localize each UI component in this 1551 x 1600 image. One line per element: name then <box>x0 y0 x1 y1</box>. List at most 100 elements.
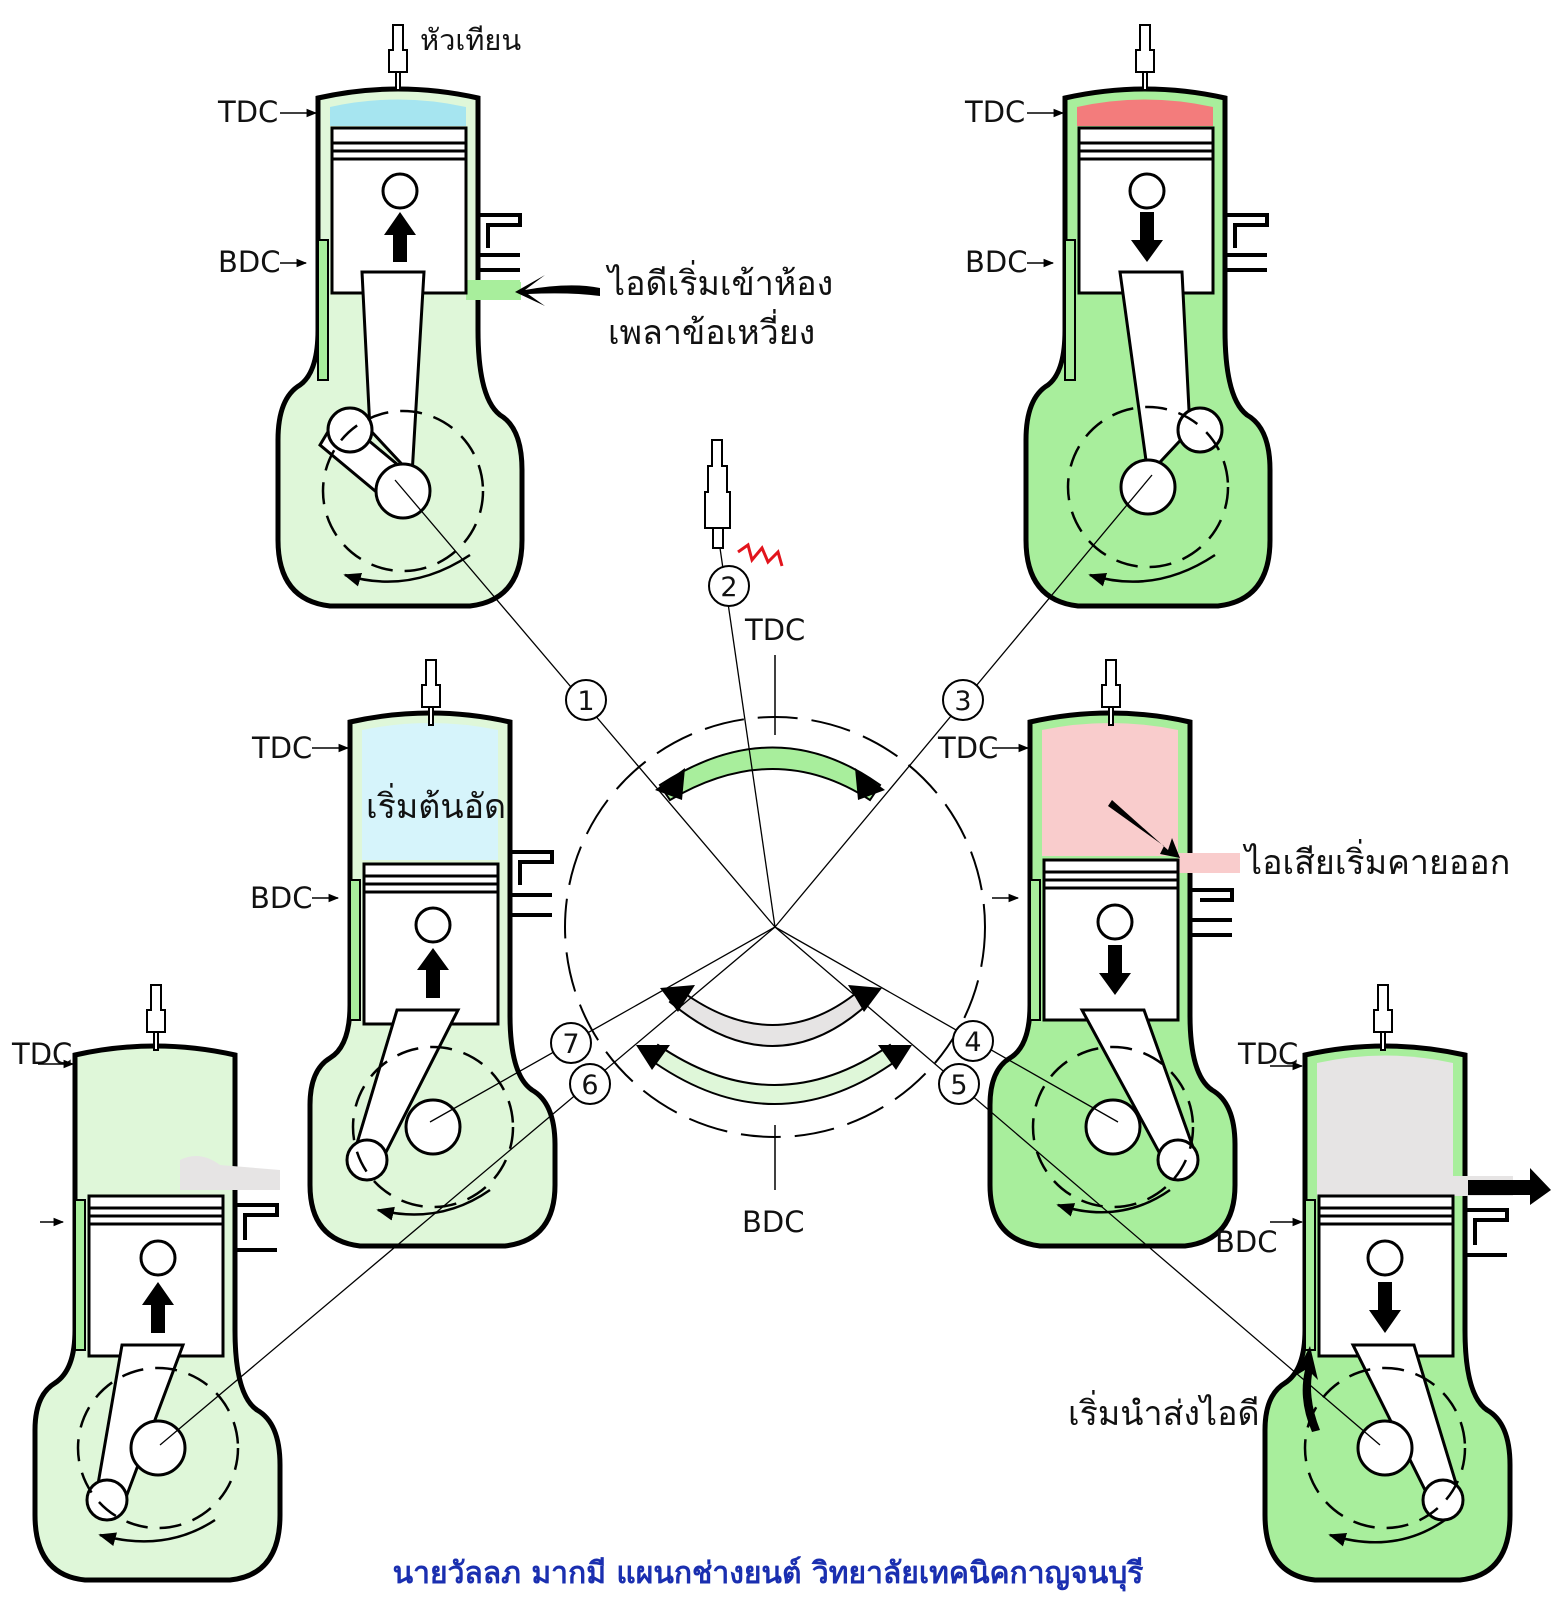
engine-6-exhaust-port-fill <box>180 1156 280 1190</box>
engine-6-rotation-arrow <box>98 1518 216 1546</box>
marker-3-circle <box>942 679 984 721</box>
engine-4-transfer-port <box>1029 879 1041 1021</box>
engine-3-rotation-arrow <box>1088 553 1216 587</box>
leader-line-4 <box>774 926 1119 1123</box>
engine-1-exhaust-port <box>478 213 522 248</box>
engine-4-spark-plug <box>1101 659 1121 726</box>
marker-6-circle <box>569 1063 611 1105</box>
engine-5-rotation-circle <box>1303 1366 1467 1530</box>
exhaust-arc-head-right <box>848 985 882 1012</box>
transfer-arc-head-right <box>878 1045 912 1070</box>
engine-6-wrist-pin <box>139 1239 177 1277</box>
engine-5-wrist-pin <box>1366 1239 1404 1277</box>
engine-5-rotation-arrow <box>1328 1518 1446 1547</box>
marker-1-circle <box>565 679 607 721</box>
engine-3-wrist-pin <box>1128 172 1166 210</box>
leader-line-5 <box>774 926 1381 1446</box>
engine-3-piston <box>1077 126 1215 295</box>
engine-3: TDC BDC <box>964 24 1273 609</box>
engine-7-spark-plug <box>421 659 441 726</box>
exhaust-start-label: ไอเสียเริ่มคายออก <box>1242 839 1510 883</box>
intake-crankcase-label-2: เพลาข้อเหวี่ยง <box>608 309 815 353</box>
marker-4-circle <box>952 1020 994 1062</box>
engine-3-bdc-label: BDC <box>965 245 1027 279</box>
engine-5-down-arrow <box>1369 1282 1401 1333</box>
engine-6-rings <box>89 1206 223 1226</box>
ignition-spark-icon <box>737 542 784 567</box>
engine-6-up-arrow <box>142 1282 174 1333</box>
engine-4-exhaust-port <box>1178 853 1240 873</box>
engine-1-spark-plug-label: หัวเทียน <box>420 23 521 57</box>
leader-line-7 <box>429 926 776 1123</box>
engine-6-spark-plug <box>146 984 166 1051</box>
engine-5-rings <box>1319 1206 1453 1226</box>
marker-3: 3 <box>954 686 971 717</box>
engine-5-port-lines <box>1465 1208 1509 1257</box>
engine-5-transfer-arrow <box>1295 1346 1320 1432</box>
engine-3-spark-plug <box>1135 24 1155 91</box>
engine-7-crankshaft <box>404 1098 462 1156</box>
engine-1-rings <box>332 141 466 161</box>
engine-7-up-arrow <box>417 948 449 998</box>
engine-4-rotation-circle <box>1031 1045 1195 1209</box>
engine-6-transfer-port <box>74 1199 86 1351</box>
engine-1-rotation-arrow <box>343 553 471 587</box>
transfer-arc-head-left <box>636 1045 670 1070</box>
leader-line-6 <box>159 926 776 1446</box>
engine-1-crankshaft <box>374 462 432 520</box>
exhaust-arc-head-left <box>660 985 695 1012</box>
marker-7: 7 <box>562 1029 579 1060</box>
engine-4: TDC ไอเสียเริ่มคายออก <box>937 659 1510 1249</box>
marker-5-circle <box>938 1063 980 1105</box>
engine-7-rotation-circle <box>351 1045 515 1209</box>
engine-4-exhaust-gas <box>1042 723 1178 856</box>
engine-1-up-arrow <box>384 212 416 262</box>
engine-7-wrist-pin <box>414 906 452 944</box>
engine-5: TDC BDC เริ่มนำส่งไอดี <box>1068 984 1551 1583</box>
engine-6: TDC <box>11 984 283 1583</box>
engine-1-piston <box>330 126 468 295</box>
engine-4-exhaust-arrow <box>1108 800 1180 858</box>
engine-3-crankshaft <box>1119 458 1177 516</box>
engine-7-tdc-label: TDC <box>251 731 312 765</box>
engine-7: เริ่มต้นอัด TDC BDC <box>250 659 558 1249</box>
engine-7-rings <box>364 874 498 894</box>
engine-3-tdc-label: TDC <box>964 95 1025 129</box>
engine-3-transfer-port <box>1064 239 1076 381</box>
engine-1-intake-port <box>466 282 521 300</box>
engine-1-intake-arrow <box>515 275 600 306</box>
engine-1-bdc-label: BDC <box>218 245 280 279</box>
exhaust-period-arc <box>668 988 872 1047</box>
engine-4-rotation-arrow <box>1056 1188 1171 1217</box>
engine-6-crankshaft <box>129 1419 187 1477</box>
engine-3-rings <box>1079 141 1213 161</box>
timing-diagram: TDC BDC 1 2 3 4 5 <box>159 439 1381 1446</box>
timing-bdc-label: BDC <box>742 1205 804 1239</box>
engine-1-tdc-label: TDC <box>217 95 278 129</box>
engine-1: หัวเทียน TDC BDC ไอดีเริ่มเข้าห้อง เพลาข… <box>217 23 833 609</box>
ignition-spark-plug-icon <box>704 439 731 549</box>
engine-6-port-lines <box>235 1203 279 1252</box>
marker-2-circle <box>708 565 750 607</box>
engine-6-tdc-label: TDC <box>11 1037 72 1071</box>
transfer-start-label: เริ่มนำส่งไอดี <box>1068 1390 1260 1434</box>
engine-3-down-arrow <box>1131 212 1163 262</box>
marker-5: 5 <box>950 1070 967 1101</box>
engine-4-crankshaft <box>1084 1098 1142 1156</box>
engine-1-rotation-circle <box>321 409 485 573</box>
engine-5-bdc-label: BDC <box>1215 1225 1277 1259</box>
author-credit: นายวัลลภ มากมี แผนกช่างยนต์ วิทยาลัยเทคน… <box>393 1556 1144 1592</box>
engine-5-exhaust-out-arrow <box>1468 1168 1551 1205</box>
engine-6-rotation-circle <box>76 1366 240 1530</box>
engine-7-chamber <box>362 723 498 860</box>
engine-3-port-lines <box>1225 213 1269 272</box>
marker-7-circle <box>550 1022 592 1064</box>
engine-3-combustion-chamber <box>1077 99 1213 126</box>
engine-1-spark-plug <box>388 24 408 91</box>
engine-5-scavenge-gas <box>1317 1055 1453 1196</box>
marker-1: 1 <box>577 686 594 717</box>
engine-7-piston <box>362 862 500 1026</box>
compression-start-label: เริ่มต้นอัด <box>366 783 506 827</box>
intake-arc-head-right <box>855 768 885 800</box>
